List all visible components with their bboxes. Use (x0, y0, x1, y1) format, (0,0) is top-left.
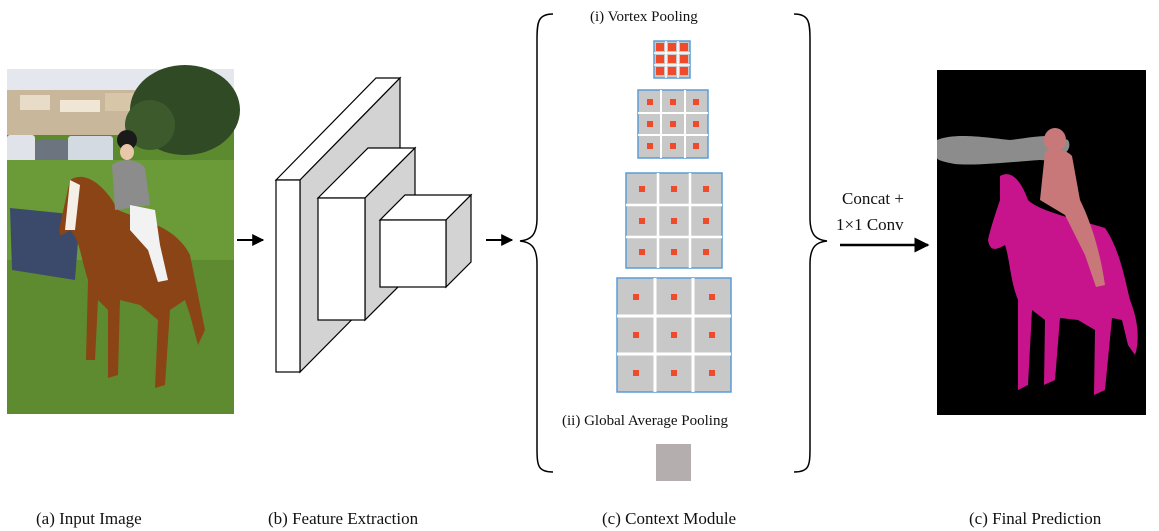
concat-label-line1: Concat + (842, 189, 904, 208)
caption-input-image: (a) Input Image (36, 509, 142, 528)
conv-label-line2: 1×1 Conv (836, 215, 904, 234)
vortex-grid-3 (625, 172, 723, 269)
caption-feature-extraction: (b) Feature Extraction (268, 509, 419, 528)
final-prediction-image (937, 70, 1146, 415)
right-brace (793, 13, 828, 473)
vortex-grid-4 (616, 277, 732, 393)
caption-final-prediction: (c) Final Prediction (969, 509, 1102, 528)
vortex-grid-2 (637, 89, 709, 159)
caption-context-module: (c) Context Module (602, 509, 737, 528)
global-average-pooling-label: (ii) Global Average Pooling (562, 413, 728, 429)
feature-extraction-blocks (274, 76, 473, 374)
input-image (7, 65, 240, 414)
global-average-pooling-box (656, 444, 691, 481)
vortex-grid-1 (653, 40, 691, 79)
left-brace (519, 13, 554, 473)
vortex-pooling-label: (i) Vortex Pooling (590, 9, 698, 25)
